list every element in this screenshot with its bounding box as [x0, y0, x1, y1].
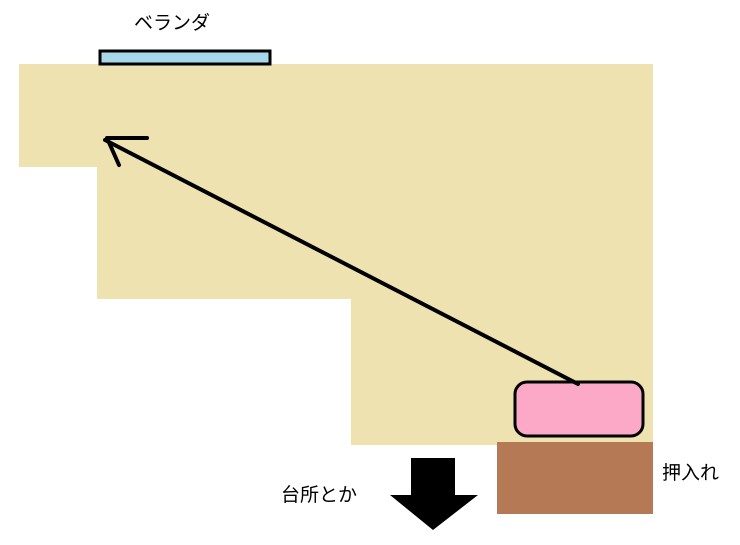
kitchen-label: 台所とか [281, 484, 358, 506]
veranda-bar [98, 49, 272, 66]
down-arrow-icon [390, 458, 478, 530]
arrow-shaft [103, 138, 580, 386]
closet-label: 押入れ [662, 462, 720, 484]
room-floor [19, 64, 653, 445]
bed-box [513, 380, 645, 438]
veranda-label: ベランダ [134, 12, 211, 34]
arrow-icon [103, 136, 580, 386]
arrow-head [105, 136, 149, 167]
closet-box [497, 442, 653, 514]
